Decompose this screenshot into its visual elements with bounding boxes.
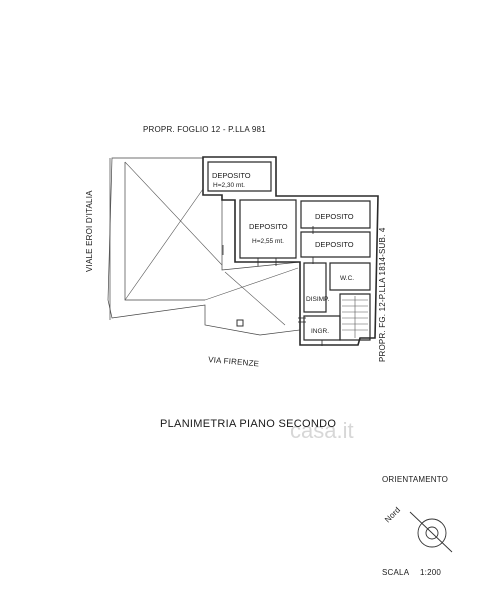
scale-label: SCALA	[382, 568, 410, 577]
north-label: Nord	[383, 505, 402, 524]
building-outer-wall	[202, 156, 379, 346]
room-label-deposito-3: DEPOSITO	[315, 212, 354, 221]
east-property-label: PROPR. FG. 12-P.LLA 1814-SUB. 4	[378, 227, 387, 362]
west-street-label: VIALE EROI D'ITALIA	[85, 190, 94, 272]
orientation-label: ORIENTAMENTO	[382, 475, 448, 484]
terrace-drain-marker	[236, 319, 244, 327]
room-label-disimpegno: DISIMP.	[306, 296, 330, 303]
scale-value: 1:200	[420, 568, 441, 577]
plan-title: PLANIMETRIA PIANO SECONDO	[160, 418, 336, 430]
room-label-ingresso: INGR.	[311, 328, 329, 335]
room-height-deposito-1: H=2,30 mt.	[213, 182, 245, 189]
terrace-diagonal	[204, 267, 299, 301]
room-label-deposito-1: DEPOSITO	[212, 171, 251, 180]
stair-symbol	[342, 296, 368, 338]
north-property-label: PROPR. FOGLIO 12 - P.LLA 981	[143, 125, 266, 134]
watermark-text: casa.it	[290, 418, 354, 443]
south-street-label: VIA FIRENZE	[208, 355, 260, 368]
room-label-deposito-4: DEPOSITO	[315, 240, 354, 249]
north-compass-icon	[409, 511, 453, 553]
room-height-deposito-2: H=2,55 mt.	[252, 238, 284, 245]
terrace-diagonal	[224, 271, 286, 326]
door-marks	[222, 226, 323, 346]
room-label-deposito-2: DEPOSITO	[249, 222, 288, 231]
terrace-diagonal	[124, 161, 223, 266]
room-label-wc: W.C.	[340, 275, 354, 282]
